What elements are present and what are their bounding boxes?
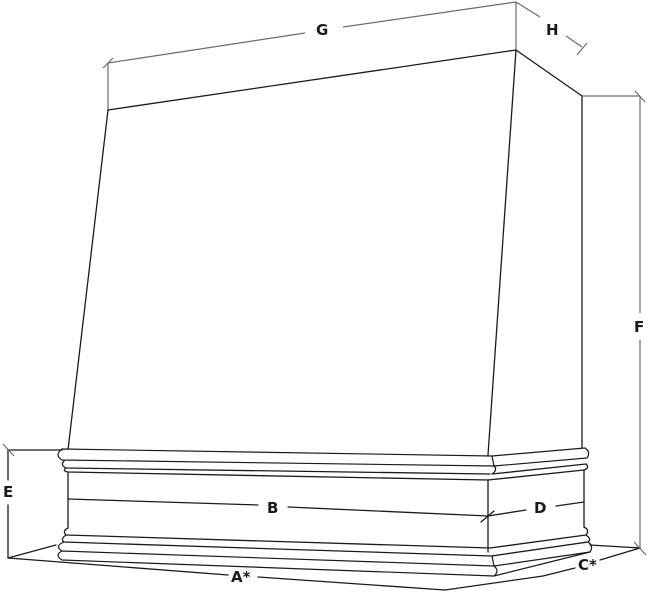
dimension-h — [515, 1, 588, 56]
label-g: G — [316, 21, 328, 39]
dimension-e — [2, 443, 63, 559]
dimension-c — [542, 541, 647, 577]
label-h: H — [546, 21, 559, 39]
dimension-d — [480, 501, 585, 523]
dimension-f — [582, 90, 646, 548]
dimension-b — [67, 498, 489, 517]
upper-molding — [57, 447, 590, 553]
label-d: D — [534, 499, 546, 517]
label-a: A* — [231, 568, 251, 586]
dimension-a — [7, 557, 544, 591]
label-c: C* — [578, 556, 597, 574]
label-b: B — [267, 499, 278, 517]
hood-body — [67, 2, 583, 456]
label-e: E — [3, 483, 13, 501]
label-f: F — [634, 318, 644, 336]
lower-molding — [57, 526, 593, 577]
dimension-g — [102, 1, 517, 69]
